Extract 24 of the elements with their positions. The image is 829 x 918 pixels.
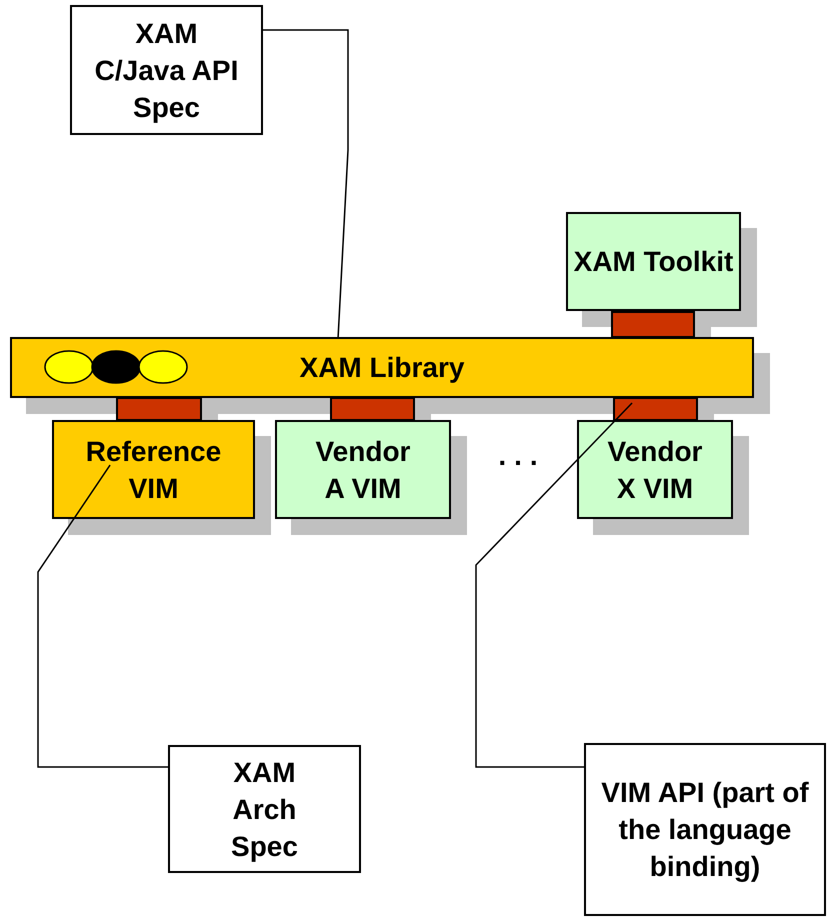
node-label: XAM Arch Spec (230, 756, 299, 864)
node-label: Vendor A VIM (314, 434, 412, 506)
spec-box (70, 5, 263, 135)
interface-block (611, 311, 695, 338)
interface-block (330, 397, 415, 421)
node-label: VIM API (part of the language binding) (600, 776, 810, 884)
node-label: XAM Library (298, 351, 466, 385)
library-bar (10, 337, 754, 398)
node-label: XAM C/Java API Spec (94, 16, 240, 125)
interface-block (116, 397, 202, 421)
node-label: Reference VIM (84, 434, 222, 506)
interface-block (613, 397, 698, 421)
leader-line (263, 29, 349, 338)
spec-box (168, 745, 361, 873)
node-label: Vendor X VIM (606, 434, 704, 506)
component-box (566, 212, 741, 311)
leader-line (37, 464, 168, 768)
component-box (275, 420, 451, 519)
ellipsis-text: ... (497, 439, 547, 473)
spec-box (584, 743, 826, 916)
component-box (52, 420, 255, 519)
component-box (577, 420, 733, 519)
node-label: XAM Toolkit (572, 245, 734, 279)
leader-line (475, 402, 633, 768)
